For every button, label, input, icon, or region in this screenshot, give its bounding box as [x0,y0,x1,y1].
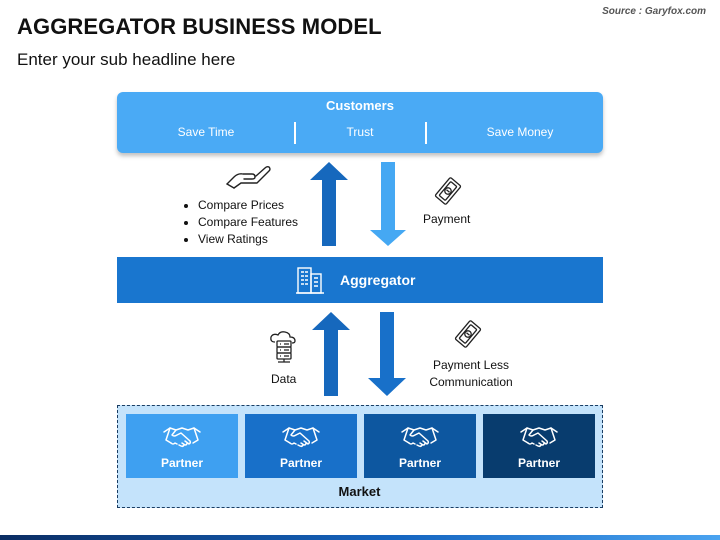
page-subtitle: Enter your sub headline here [17,50,236,69]
customers-box: Customers Save Time Trust Save Money [117,92,603,153]
partner-card: Partner [245,414,357,478]
communication-line: Communication [429,375,513,389]
market-label: Market [338,484,381,499]
upper-arrows [310,162,406,246]
money-icon [454,320,482,348]
data-label: Data [271,372,297,386]
payment-less-label: Payment Less Communication [423,357,519,391]
partner-label: Partner [160,456,204,470]
handshake-icon [282,427,320,448]
customers-title: Customers [326,98,394,113]
bullet-compare-features: Compare Features [198,214,298,231]
arrow-down-to-market [368,312,406,396]
bullet-view-ratings: View Ratings [198,231,298,248]
footer-accent-bar [0,535,720,540]
aggregator-label: Aggregator [340,272,416,288]
market-box: Partner Partner Partner [117,405,603,508]
handshake-icon [163,427,201,448]
cloud-server-icon [270,331,296,363]
arrow-down-to-aggregator [370,162,406,246]
bullet-compare-prices: Compare Prices [198,197,298,214]
payment-label: Payment [423,212,471,226]
partner-card: Partner [126,414,238,478]
partner-label: Partner [279,456,323,470]
partner-label: Partner [517,456,561,470]
arrow-up-to-customers [310,162,348,246]
handshake-icon [520,427,558,448]
lower-arrows [312,312,406,396]
hand-icon [226,165,271,189]
partner-card: Partner [364,414,476,478]
customers-divider [425,122,427,144]
page-title: AGGREGATOR BUSINESS MODEL [17,14,382,39]
building-icon [296,267,324,294]
handshake-icon [401,427,439,448]
customers-item-trust: Trust [346,125,374,139]
money-icon [434,177,462,205]
benefits-list: Compare Prices Compare Features View Rat… [184,197,298,248]
payment-less-line: Payment Less [432,358,510,372]
arrow-up-to-aggregator [312,312,350,396]
customers-divider [294,122,296,144]
partner-card: Partner [483,414,595,478]
aggregator-bar: Aggregator [117,257,603,303]
customers-item-save-time: Save Time [177,125,235,139]
source-note: Source : Garyfox.com [602,6,706,17]
partner-label: Partner [398,456,442,470]
customers-item-save-money: Save Money [486,125,554,139]
